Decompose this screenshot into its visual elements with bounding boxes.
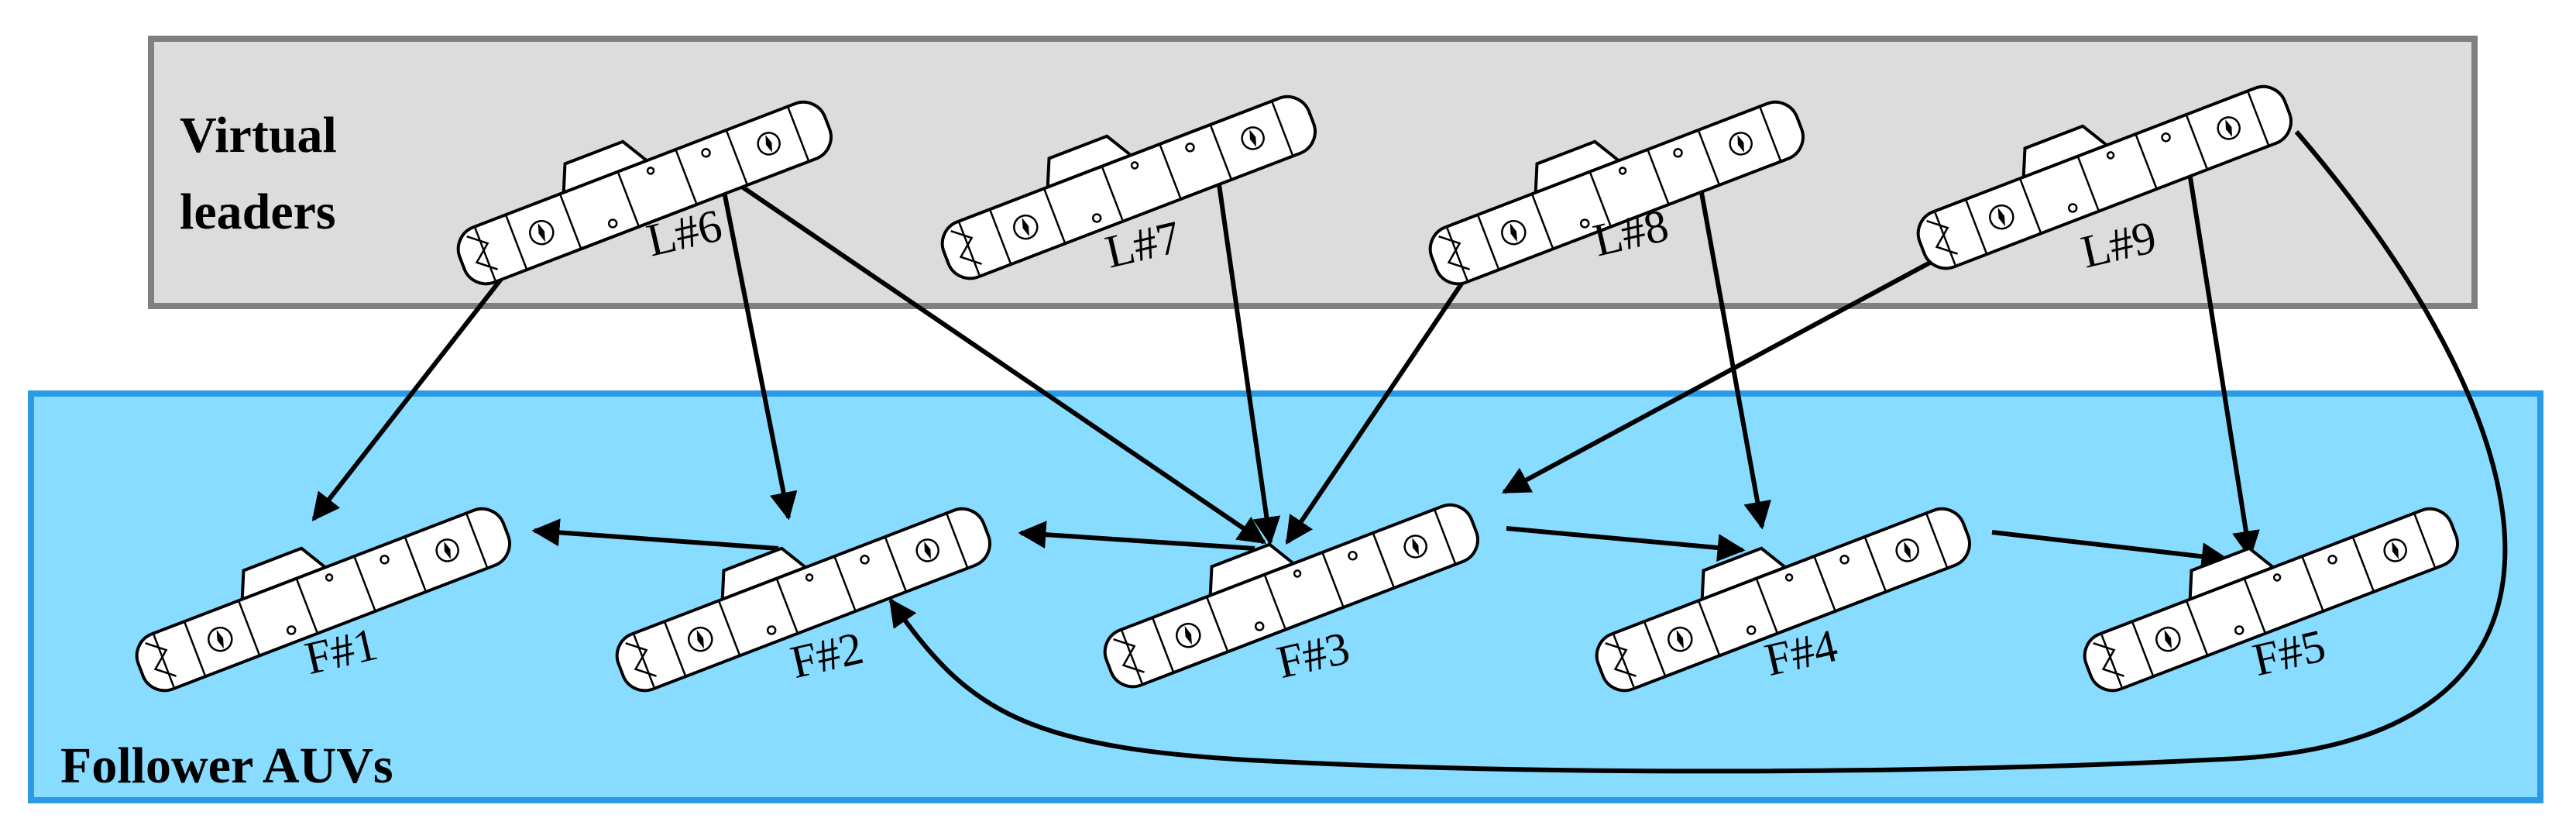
edge-L6-F2 — [718, 171, 798, 521]
edges-layer — [311, 130, 2508, 774]
virtual-leaders-label-line1: Virtual — [180, 107, 337, 163]
edge-L6-F3 — [719, 170, 1266, 545]
edge-L6-F1 — [311, 245, 529, 521]
edge-F3-F2 — [1018, 521, 1255, 551]
edge-L9-F3 — [1501, 234, 1980, 494]
edge-F2-F1 — [531, 518, 779, 551]
edge-L7-F3 — [1214, 162, 1281, 545]
edge-F3-F4 — [1506, 526, 1746, 562]
follower-auvs-label: Follower AUVs — [60, 738, 393, 794]
edge-F4-F5 — [1991, 530, 2230, 571]
edge-L9-F2 — [888, 130, 2508, 774]
edge-L8-F4 — [1694, 162, 1771, 530]
virtual-leaders-label-line2: leaders — [180, 184, 336, 240]
edge-L8-F3 — [1285, 239, 1493, 545]
edge-L9-F5 — [2186, 162, 2260, 559]
